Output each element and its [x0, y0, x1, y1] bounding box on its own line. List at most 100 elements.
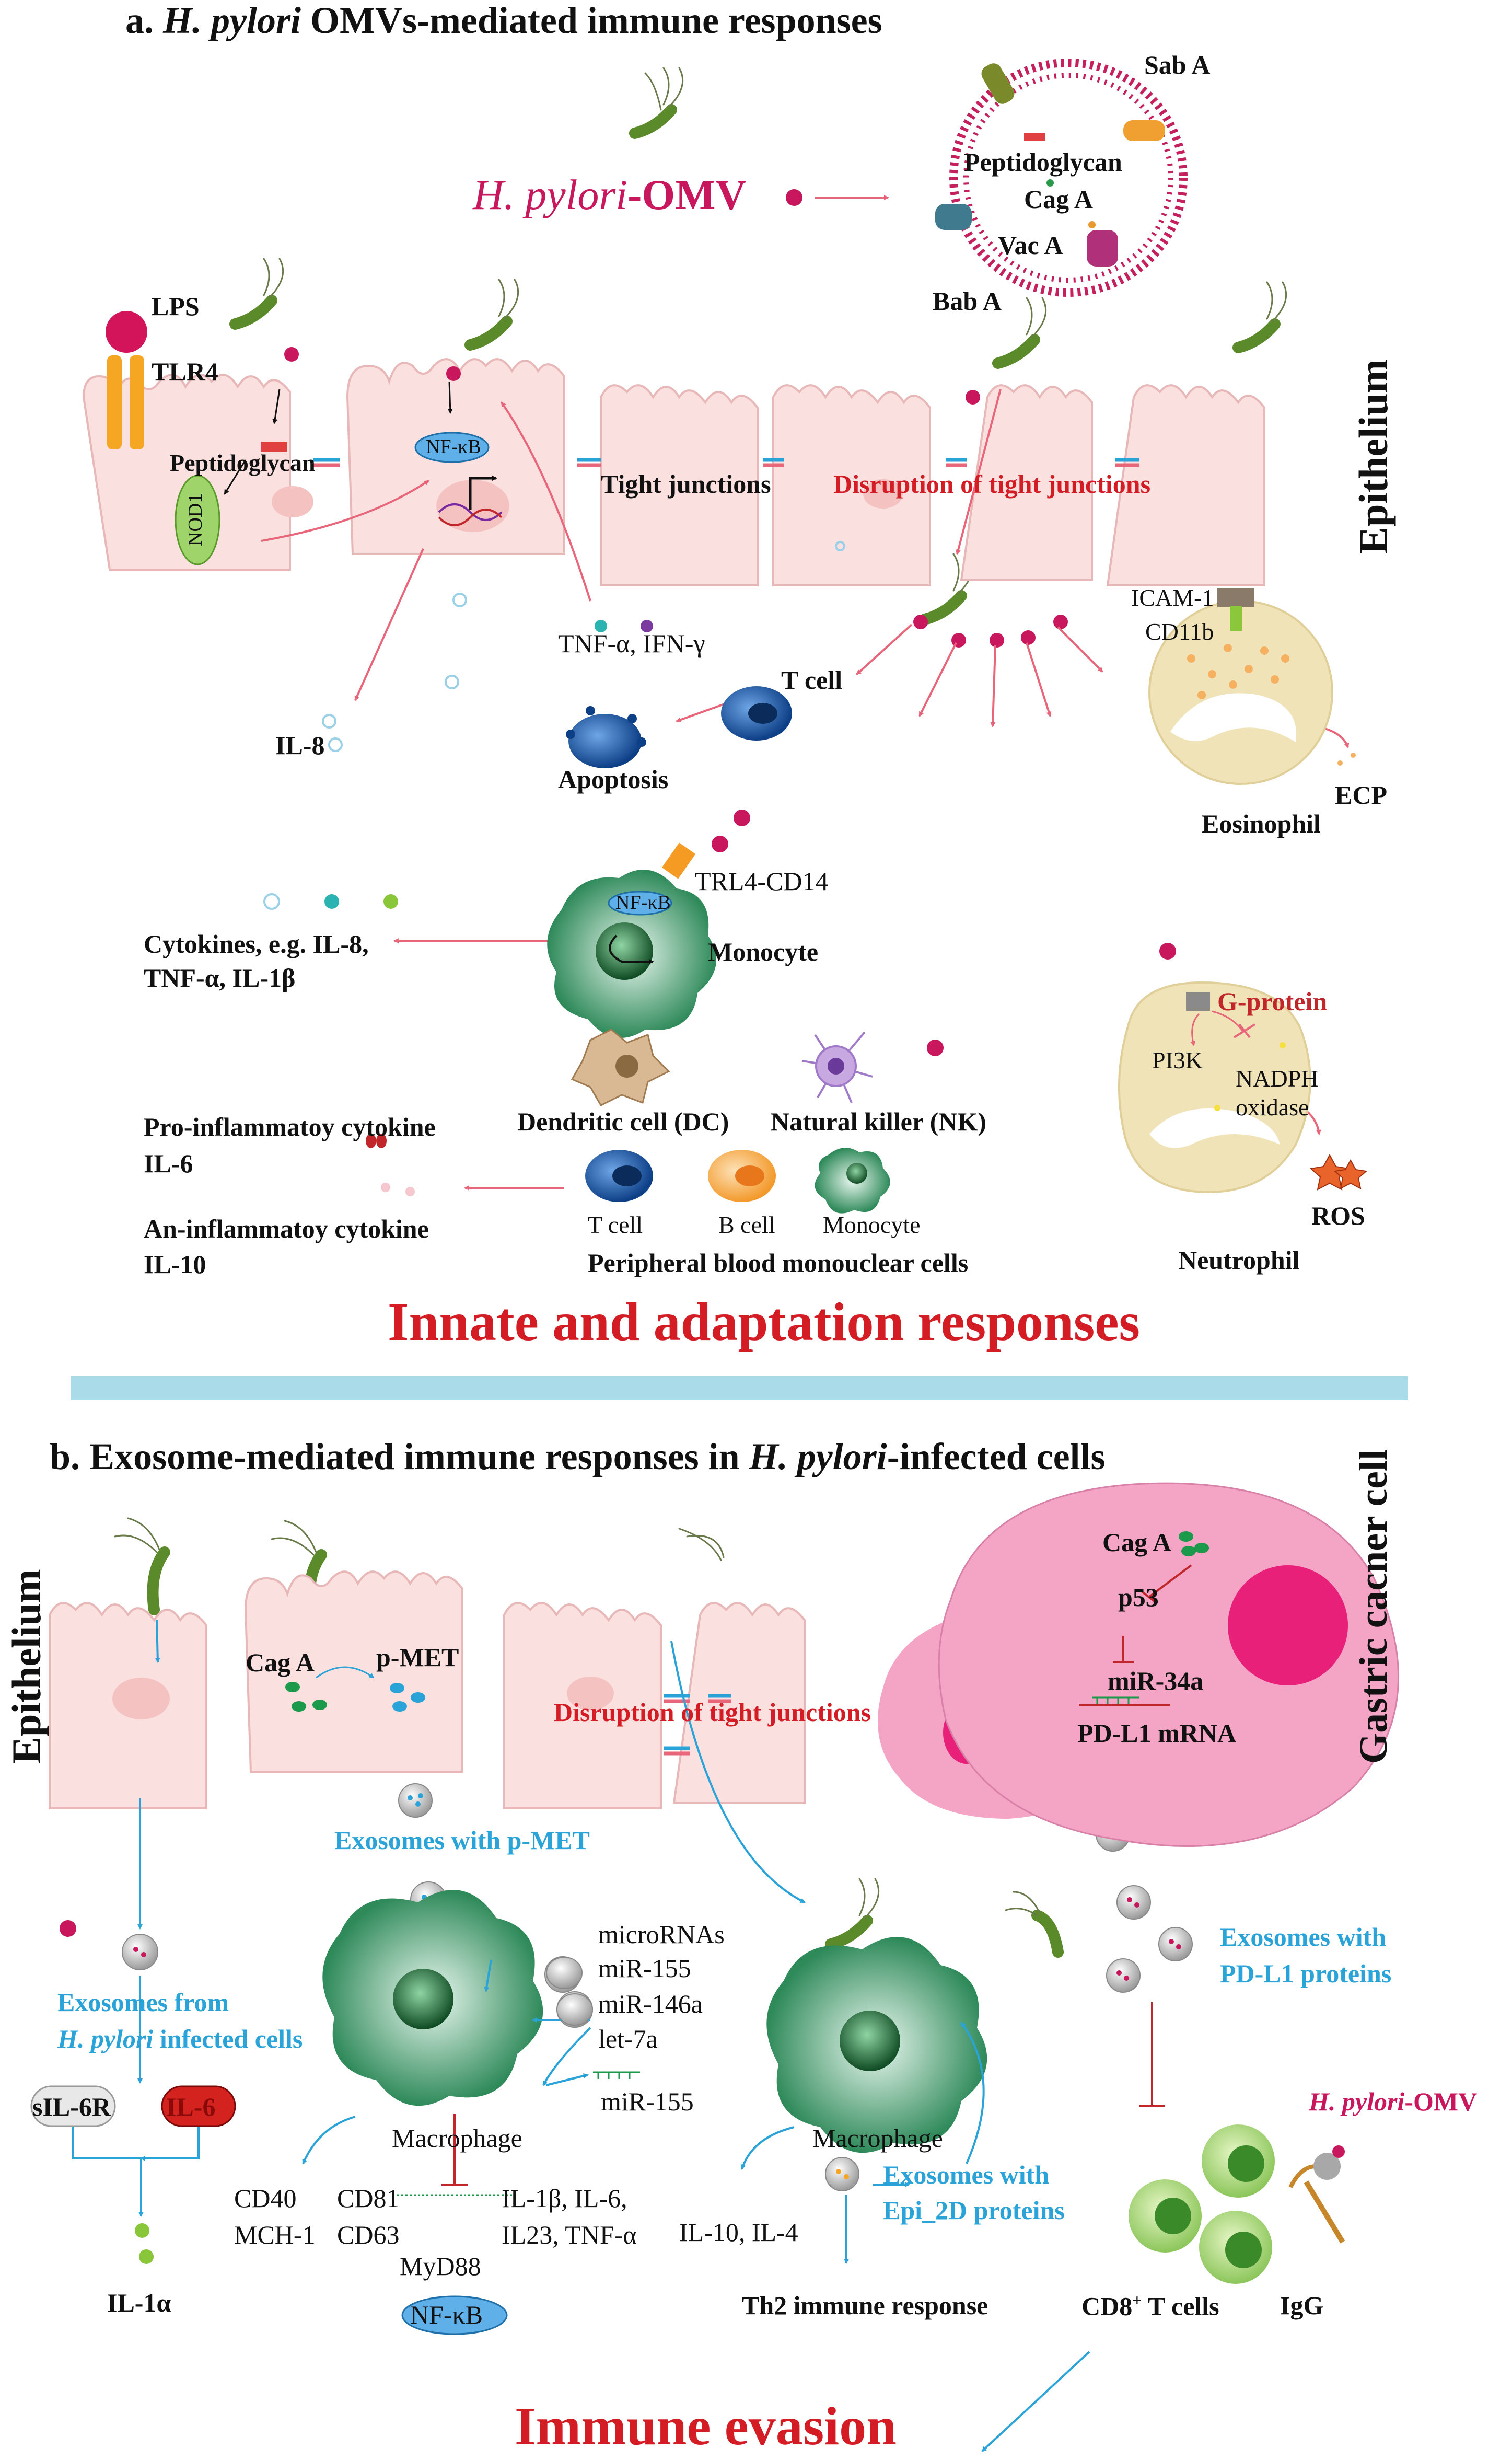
macrophage-icon-2 [766, 1937, 987, 2153]
monocyte-nfkb-label: NF-κB [615, 892, 671, 914]
tight-junction-marks [313, 458, 1139, 467]
nod1-receptor-icon [175, 475, 220, 565]
cytokines-line2: TNF-α, IL-1β [144, 963, 296, 992]
omv-label-b-rest: -OMV [1404, 2087, 1478, 2116]
panel-a-title: a. H. pylori OMVs-mediated immune respon… [125, 1, 882, 41]
p53-label: p53 [1118, 1583, 1159, 1612]
nfkb-oval-b [401, 2295, 508, 2335]
neutrophil-icon [1118, 981, 1311, 1193]
omv-dot [786, 189, 802, 206]
epithelium-label-b: Epithelium [4, 1569, 49, 1764]
tnf-dot2 [383, 894, 398, 909]
panel-a-title-rest: OMVs-mediated immune responses [301, 0, 882, 41]
g-protein-label: G-protein [1217, 987, 1328, 1016]
ecp-label: ECP [1335, 780, 1387, 810]
mirna-icons [546, 1957, 640, 2079]
nadph-line2: oxidase [1236, 1094, 1309, 1121]
gc-cag-a-dots [1179, 1531, 1209, 1556]
nadph-line1: NADPH [1236, 1065, 1319, 1092]
mirna-let7a: let-7a [598, 2024, 658, 2053]
omv-vac-a-label: Vac A [998, 230, 1063, 260]
omv-bab-a-label: Bab A [933, 286, 1002, 316]
exo-from-italic: H. pylori [57, 2024, 154, 2053]
epithelium-cells-a [82, 358, 1265, 586]
mirna-155: miR-155 [598, 1954, 691, 1983]
section-separator [71, 1376, 1408, 1400]
il1a-dots [135, 2223, 154, 2264]
tight-junctions-label: Tight junctions [601, 469, 771, 499]
il6-label-b: IL-6 [166, 2092, 216, 2121]
mirna-binding-icon [1092, 1696, 1139, 1704]
t-cell-label: T cell [781, 665, 843, 695]
macrophage-label-1: Macrophage [392, 2123, 522, 2153]
panel-b-title-italic: H. pylori [749, 1436, 887, 1477]
omv-cag-a-label: Cag A [1024, 184, 1093, 214]
pro-inflam-line2: IL-6 [144, 1149, 193, 1178]
il1b-dot [324, 894, 339, 909]
mirna-title: microRNAs [598, 1920, 725, 1949]
panel-b-title-rest: -infected cells [887, 1436, 1106, 1477]
omv-particle-b [60, 1920, 76, 1937]
cd40-label: CD40 [234, 2184, 297, 2213]
inhibition-lines-gc [1113, 1564, 1192, 1663]
nfkb-label-b: NF-κB [410, 2300, 483, 2329]
cd8-sup: + [1132, 2291, 1142, 2309]
exo-from-rest: infected cells [153, 2024, 303, 2053]
arrows-black-a [224, 381, 453, 495]
p-met-label: p-MET [376, 1643, 459, 1672]
gastric-cancer-cell-icon [878, 1482, 1399, 1847]
innate-adaptation-banner: Innate and adaptation responses [388, 1292, 1141, 1352]
panel-a-title-prefix: a. [125, 0, 163, 41]
cag-a-dots [285, 1682, 327, 1712]
panel-b-title: b. Exosome-mediated immune responses in … [50, 1437, 1106, 1477]
apoptotic-cell-icon [566, 706, 646, 768]
peptidoglycan-label: Peptidoglycan [170, 449, 316, 476]
macrophage-icon-1 [322, 1890, 543, 2106]
il-list-line1: IL-1β, IL-6, [502, 2184, 627, 2213]
il-list-line2: IL23, TNF-α [502, 2220, 637, 2249]
exo-epi-line2: Epi_2D proteins [883, 2196, 1065, 2225]
ros-label: ROS [1311, 1201, 1365, 1230]
macrophage-label-2: Macrophage [812, 2123, 943, 2153]
il10-dots [381, 1183, 415, 1196]
panel-b-title-prefix: b. Exosome-mediated immune responses in [50, 1436, 749, 1477]
cd8-text: CD8 [1081, 2291, 1133, 2321]
cd81-label: CD81 [337, 2184, 400, 2213]
pbmc-label: Peripheral blood monouclear cells [588, 1248, 969, 1277]
cd8-rest: T cells [1142, 2291, 1219, 2321]
cd11b-label: CD11b [1145, 618, 1214, 645]
gastric-cancer-label: Gastric cacner cell [1352, 1449, 1395, 1764]
exo-from-line2: H. pylori infected cells [57, 2025, 303, 2053]
mir34a-label: miR-34a [1108, 1666, 1204, 1695]
neutrophil-label: Neutrophil [1178, 1245, 1300, 1275]
myd88-label: MyD88 [400, 2251, 481, 2281]
pbmc-b-cell-label: B cell [718, 1211, 775, 1238]
sab-a-label: Sab A [1144, 50, 1211, 79]
pi3k-label: PI3K [1152, 1047, 1203, 1073]
th2-label: Th2 immune response [742, 2291, 988, 2320]
p-met-dots [390, 1683, 425, 1712]
monocyte-icon [547, 842, 716, 1038]
pro-inflam-line1: Pro-inflammatoy cytokine [144, 1112, 436, 1141]
t-cell-icon [721, 686, 792, 741]
epithelium-cells-b [49, 1570, 806, 1809]
il6-pill-icon [161, 2085, 236, 2127]
pbmc-t-cell-icon [585, 1150, 653, 1202]
pbmc-monocyte-label: Monocyte [823, 1211, 921, 1238]
omv-peptidoglycan-label: Peptidoglycan [964, 147, 1122, 177]
inhibition-lines-b [441, 2002, 1165, 2186]
gc-cag-a-label: Cag A [1102, 1528, 1171, 1557]
il1a-label: IL-1α [107, 2288, 171, 2317]
pbmc-b-cell-icon [708, 1150, 776, 1202]
ros-star-icon [1309, 1153, 1368, 1191]
il6-dots [366, 1134, 387, 1148]
nk-label: Natural killer (NK) [771, 1107, 986, 1136]
tnf-ifn-label: TNF-α, IFN-γ [558, 629, 705, 658]
pbmc-t-cell-label: T cell [588, 1211, 643, 1238]
dc-label: Dendritic cell (DC) [517, 1107, 729, 1136]
disruption-label-a: Disruption of tight junctions [833, 469, 1151, 499]
pbmc-monocyte-icon [815, 1148, 890, 1214]
omv-label-b-italic: H. pylori [1309, 2087, 1405, 2116]
tlr4-receptor-icon [106, 311, 147, 449]
